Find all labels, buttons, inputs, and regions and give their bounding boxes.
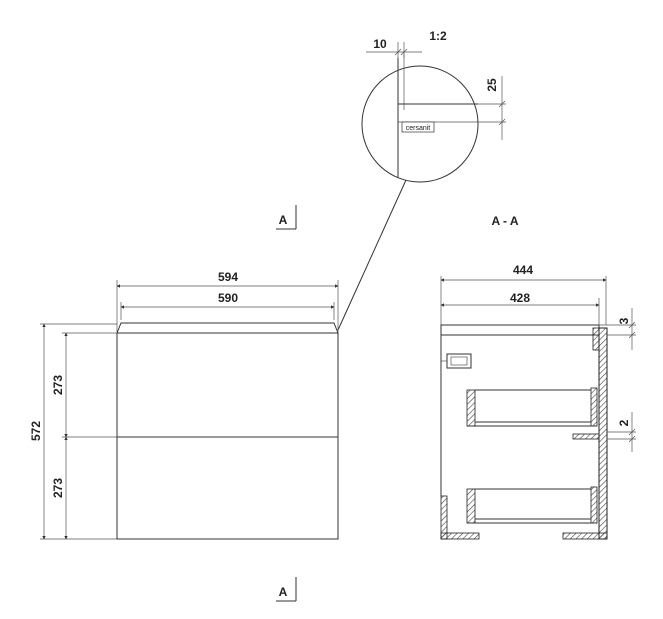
dim-10-tick-right [400, 48, 408, 56]
back-panel-inner [592, 327, 600, 351]
cersanit-logo-box [401, 121, 435, 133]
dim-273-top-label: 273 [51, 375, 65, 395]
base-front [440, 532, 480, 540]
cersanit-logo-text: cersanit [406, 125, 431, 132]
dim-590-label: 590 [218, 291, 238, 305]
cabinet-body [116, 332, 339, 540]
section-marker-bottom: A [276, 577, 297, 602]
section-marker-top-label: A [279, 213, 288, 227]
base-back [562, 532, 608, 540]
lower-drawer-front [466, 488, 476, 524]
side-section-view: 444 428 3 [440, 263, 636, 540]
dim-572-label: 572 [29, 421, 43, 441]
detail-leader-line [337, 179, 407, 331]
section-marker-bottom-label: A [279, 585, 288, 599]
front-view: 594 590 572 273 273 [29, 270, 339, 540]
fitting-block-inner [450, 356, 468, 366]
countertop-strip [116, 322, 339, 334]
dim-2-label: 2 [617, 419, 631, 426]
top-panel [440, 324, 600, 336]
dim-444-label: 444 [513, 263, 533, 277]
middle-rail [572, 433, 600, 440]
dim-428-label: 428 [510, 291, 530, 305]
back-panel [598, 327, 608, 540]
fitting-block [446, 353, 472, 369]
front-panel [440, 495, 448, 540]
dim-273-bottom-label: 273 [51, 478, 65, 498]
dim-594-label: 594 [218, 270, 238, 284]
detail-view: cersanit 10 1:2 25 [337, 29, 506, 331]
dim-10-tick-left [394, 48, 402, 56]
section-marker-top: A [276, 205, 297, 230]
upper-drawer-front [466, 389, 476, 427]
dim-25-label: 25 [485, 78, 499, 92]
detail-circle [361, 65, 479, 183]
dim-3-label: 3 [617, 317, 631, 324]
section-title: A - A [491, 214, 518, 228]
lower-drawer-back [590, 486, 598, 524]
dim-10-label: 10 [373, 37, 387, 51]
detail-scale-label: 1:2 [429, 29, 447, 43]
upper-drawer-back [590, 387, 598, 427]
